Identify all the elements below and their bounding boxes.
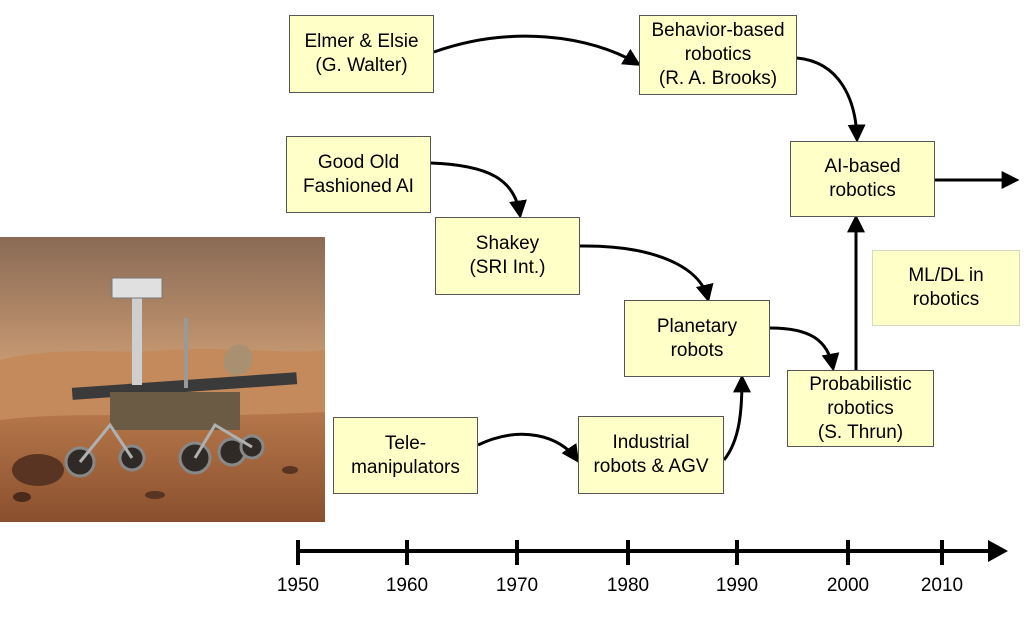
arrow-behavior-to-ai xyxy=(796,56,866,143)
node-ml-dl-in-robotics: ML/DL in robotics xyxy=(872,250,1020,326)
node-elmer-elsie: Elmer & Elsie (G. Walter) xyxy=(289,15,434,93)
arrow-shakey-to-planetary xyxy=(579,244,714,303)
mars-rover-photo xyxy=(0,237,325,522)
arrow-elmer-to-behavior xyxy=(433,34,642,66)
year-label-1960: 1960 xyxy=(385,575,429,596)
year-label-1990: 1990 xyxy=(715,575,759,596)
node-shakey: Shakey (SRI Int.) xyxy=(435,217,580,295)
connector-arrows xyxy=(429,34,1020,463)
node-tele-manipulators: Tele- manipulators xyxy=(333,417,478,494)
arrow-gofai-to-shakey xyxy=(429,161,527,219)
year-label-2000: 2000 xyxy=(826,575,870,596)
node-ai-based-robotics: AI-based robotics xyxy=(790,141,935,217)
year-label-1970: 1970 xyxy=(495,575,539,596)
node-probabilistic-robotics: Probabilistic robotics (S. Thrun) xyxy=(787,370,934,447)
arrow-industrial-to-planetary xyxy=(722,374,751,461)
arrow-tele-to-industrial xyxy=(477,432,580,463)
arrow-planetary-to-probabilistic xyxy=(769,326,840,372)
node-industrial-robots-agv: Industrial robots & AGV xyxy=(578,416,724,494)
year-label-1980: 1980 xyxy=(606,575,650,596)
node-behavior-based-robotics: Behavior-based robotics (R. A. Brooks) xyxy=(639,15,797,95)
year-label-2010: 2010 xyxy=(920,575,964,596)
year-label-1950: 1950 xyxy=(276,575,320,596)
timeline-axis xyxy=(296,540,1008,565)
node-good-old-fashioned-ai: Good Old Fashioned AI xyxy=(286,136,431,213)
node-planetary-robots: Planetary robots xyxy=(624,300,770,377)
